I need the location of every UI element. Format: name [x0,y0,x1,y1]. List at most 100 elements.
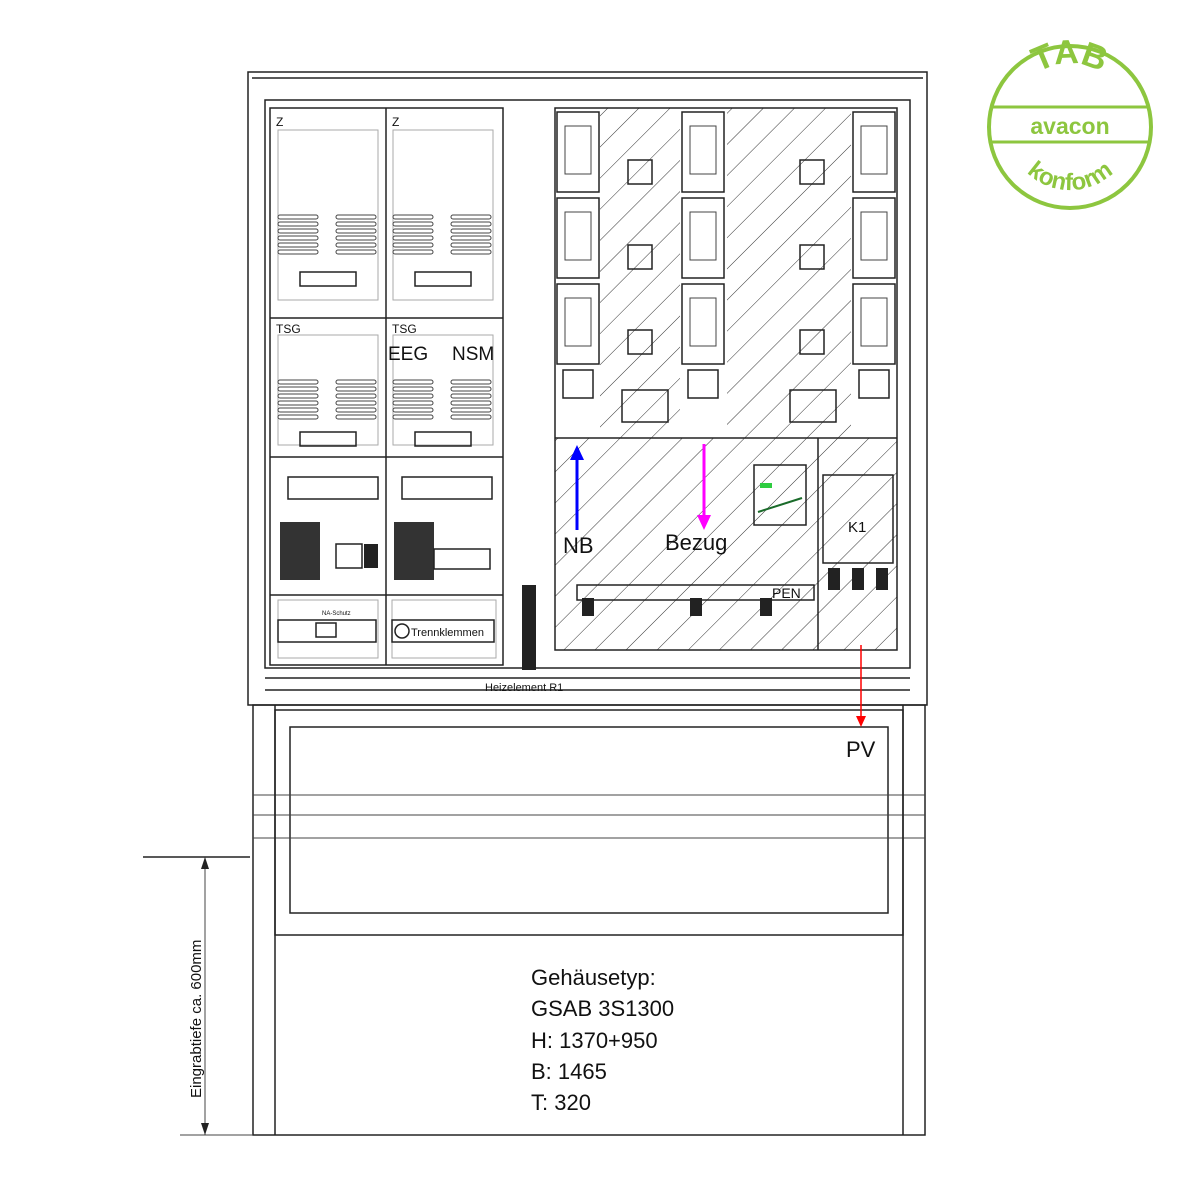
meter-grille [277,414,319,420]
meter-slot [277,129,379,301]
meter-grille [450,400,492,406]
meter-grille [392,393,434,399]
contactor-terminal [852,568,864,590]
spec-title: Gehäusetyp: [531,965,656,990]
meter-grille [277,400,319,406]
pen-clamp [690,598,702,616]
meter-grille [277,386,319,392]
busbar-clamp [799,159,825,185]
fuse-holder [852,197,896,279]
k1-label: K1 [848,519,866,536]
pv-arrow [856,645,866,727]
contactor-terminal [876,568,888,590]
contactor-terminal [828,568,840,590]
meter-section [269,107,536,670]
meter-terminal [299,431,357,447]
fuse-switch [858,369,890,399]
meter-grille [450,235,492,241]
fuse-holder [681,197,725,279]
meter-grille [392,221,434,227]
meter-grille [277,228,319,234]
eeg-label: EEG [388,344,428,365]
meter-z-left-label: Z [276,115,283,129]
nsm-label: NSM [452,344,494,365]
meter-grille [450,228,492,234]
tsg-left-label: TSG [276,322,301,336]
meter-grille [335,379,377,385]
meter-grille [335,400,377,406]
meter-slot [277,334,379,446]
trennklemmen-label: Trennklemmen [411,627,484,639]
fuse-switch [562,369,594,399]
fuse-insert [564,297,592,347]
fuse-holder [556,111,600,193]
meter-grille [392,235,434,241]
heizelement-label: Heizelement R1 [485,682,563,694]
busbar-clamp [799,329,825,355]
fuse-insert [689,297,717,347]
pv-label: PV [846,737,876,762]
meter-grille [277,393,319,399]
meter-terminal [414,271,472,287]
meter-grille [392,228,434,234]
meter-grille [450,379,492,385]
fuse-holder [556,197,600,279]
meter-grille [450,214,492,220]
bezug-arrow [697,444,711,530]
meter-grille [335,228,377,234]
meter-grille [450,386,492,392]
meter-terminal [414,431,472,447]
meter-grille [335,235,377,241]
na-schutz-label: NA-Schutz [322,611,351,617]
distribution-section [554,107,898,651]
meter-grille [392,379,434,385]
cabinet-base [252,704,926,1136]
fuse-holder [852,283,896,365]
pen-clamp [582,598,594,616]
logo-middle-text: avacon [1030,113,1109,139]
fuse-holder [681,283,725,365]
fuse-holder [681,111,725,193]
meter-grille [335,214,377,220]
meter-grille [335,249,377,255]
meter-grille [277,379,319,385]
meter-grille [392,249,434,255]
fuse-insert [564,125,592,175]
tsg-right-label: TSG [392,322,417,336]
nb-arrow [570,445,584,530]
depth-label: Eingrabtiefe ca. 600mm [188,940,205,1098]
meter-grille [277,407,319,413]
busbar-clamp [627,329,653,355]
meter-grille [335,221,377,227]
meter-grille [335,386,377,392]
meter-grille [277,242,319,248]
meter-grille [392,407,434,413]
fuse-holder [852,111,896,193]
meter-grille [392,414,434,420]
busbar-clamp [627,244,653,270]
meter-grille [277,221,319,227]
ground-line [143,856,253,1136]
fuse-insert [689,125,717,175]
fuse-insert [564,211,592,261]
pen-label: PEN [772,585,801,601]
meter-grille [450,242,492,248]
meter-slot [392,129,494,301]
meter-grille [392,400,434,406]
meter-grille [335,242,377,248]
bezug-label: Bezug [665,530,727,555]
fuse-insert [860,297,888,347]
housing-specs: Gehäusetyp: GSAB 3S1300 H: 1370+950 B: 1… [531,965,674,1115]
meter-grille [277,235,319,241]
fuse-holder [556,283,600,365]
meter-grille [277,249,319,255]
meter-grille [392,386,434,392]
meter-grille [450,407,492,413]
meter-grille [450,249,492,255]
meter-grille [392,214,434,220]
meter-terminal [299,271,357,287]
spec-depth: T: 320 [531,1090,591,1115]
fuse-switch [687,369,719,399]
fuse-insert [689,211,717,261]
meter-grille [335,407,377,413]
